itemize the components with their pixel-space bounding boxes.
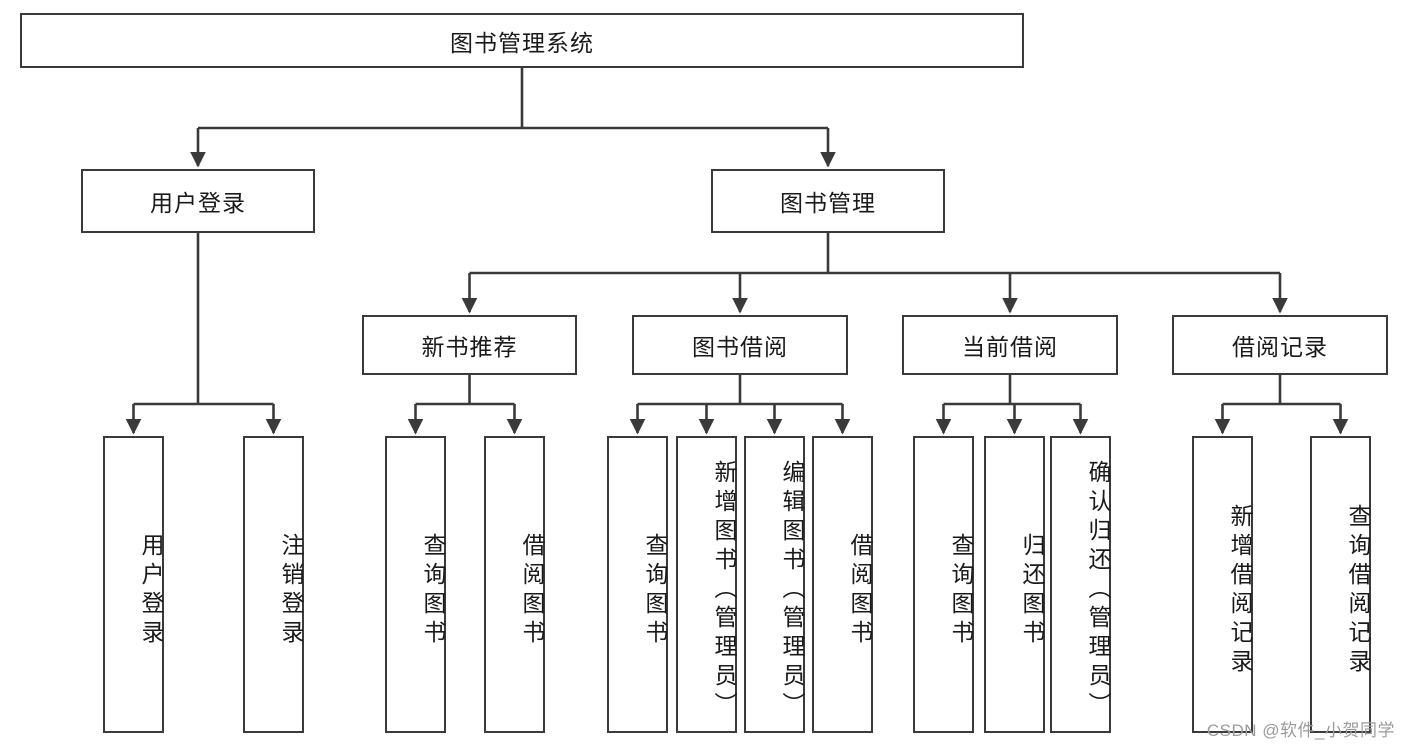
node-leaf-query-book-1[interactable]: 查询图书 xyxy=(385,436,446,733)
node-leaf-add-record[interactable]: 新增借阅记录 xyxy=(1192,436,1253,733)
node-new-book-rec-label: 新书推荐 xyxy=(421,334,518,360)
node-leaf-borrow-book-1[interactable]: 借阅图书 xyxy=(484,436,545,733)
node-new-book-rec[interactable]: 新书推荐 xyxy=(362,315,577,375)
node-current-borrow[interactable]: 当前借阅 xyxy=(902,315,1118,375)
node-leaf-query-record-label: 查询借阅记录 xyxy=(1345,503,1371,678)
node-leaf-user-logout-label: 注销登录 xyxy=(278,532,304,649)
node-borrow-record[interactable]: 借阅记录 xyxy=(1172,315,1388,375)
node-leaf-query-record[interactable]: 查询借阅记录 xyxy=(1310,436,1371,733)
node-leaf-query-book-2-label: 查询图书 xyxy=(642,532,668,649)
node-leaf-query-book-1-label: 查询图书 xyxy=(420,532,446,649)
node-book-manage-label: 图书管理 xyxy=(780,190,876,216)
node-leaf-add-book-label: 新增图书（管理员） xyxy=(711,460,737,721)
node-leaf-edit-book-label: 编辑图书（管理员） xyxy=(779,460,805,721)
node-leaf-return-book[interactable]: 归还图书 xyxy=(984,436,1045,733)
node-leaf-borrow-book-2[interactable]: 借阅图书 xyxy=(812,436,873,733)
node-leaf-confirm-return[interactable]: 确认归还（管理员） xyxy=(1050,436,1111,733)
node-leaf-user-logout[interactable]: 注销登录 xyxy=(243,436,304,733)
node-book-borrow[interactable]: 图书借阅 xyxy=(632,315,848,375)
node-leaf-confirm-return-label: 确认归还（管理员） xyxy=(1085,460,1111,721)
node-leaf-borrow-book-2-label: 借阅图书 xyxy=(847,532,873,649)
node-leaf-user-login[interactable]: 用户登录 xyxy=(103,436,164,733)
tree-connectors xyxy=(125,68,1349,435)
node-book-manage[interactable]: 图书管理 xyxy=(711,169,945,233)
node-leaf-edit-book[interactable]: 编辑图书（管理员） xyxy=(744,436,805,733)
node-leaf-return-book-label: 归还图书 xyxy=(1019,532,1045,649)
watermark-text: CSDN @软件_小贺同学 xyxy=(1206,721,1395,740)
node-leaf-query-book-3[interactable]: 查询图书 xyxy=(913,436,974,733)
node-root[interactable]: 图书管理系统 xyxy=(20,13,1024,68)
node-current-borrow-label: 当前借阅 xyxy=(962,334,1058,360)
node-borrow-record-label: 借阅记录 xyxy=(1232,334,1328,360)
node-user-login[interactable]: 用户登录 xyxy=(81,169,315,233)
node-book-borrow-label: 图书借阅 xyxy=(692,334,788,360)
node-leaf-borrow-book-1-label: 借阅图书 xyxy=(519,532,545,649)
node-leaf-add-record-label: 新增借阅记录 xyxy=(1227,503,1253,678)
node-user-login-label: 用户登录 xyxy=(150,190,246,216)
node-leaf-user-login-label: 用户登录 xyxy=(138,532,164,649)
node-leaf-query-book-3-label: 查询图书 xyxy=(948,532,974,649)
node-root-label: 图书管理系统 xyxy=(450,29,594,56)
node-leaf-query-book-2[interactable]: 查询图书 xyxy=(607,436,668,733)
node-leaf-add-book[interactable]: 新增图书（管理员） xyxy=(676,436,737,733)
